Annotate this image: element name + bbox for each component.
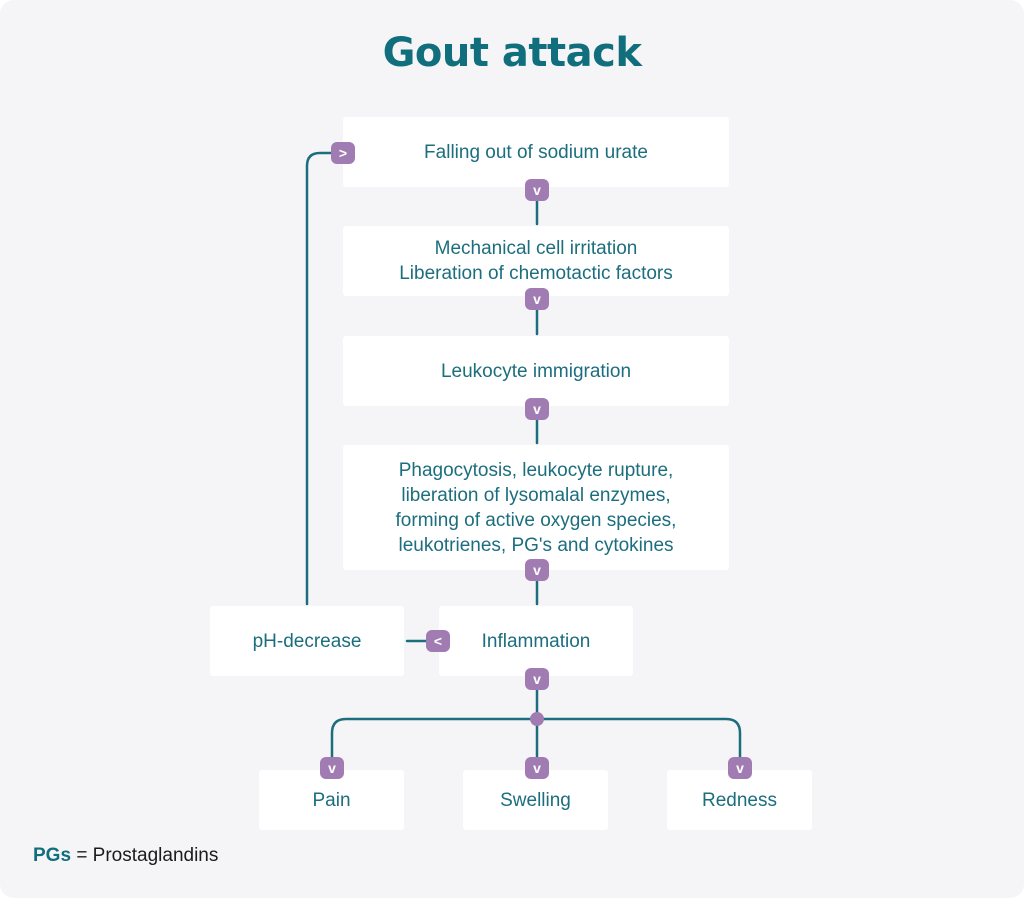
arrow-down-icon: v <box>525 288 549 310</box>
node-sodium-urate-label: Falling out of sodium urate <box>424 141 648 163</box>
node-inflammation-label: Inflammation <box>481 630 591 652</box>
diagram-title: Gout attack <box>382 30 642 76</box>
connector-ph-feedback <box>305 151 335 606</box>
node-cell-irritation-line-2: Liberation of chemotactic factors <box>399 263 673 284</box>
node-swelling-label: Swelling <box>500 789 571 811</box>
branch-junction-dot <box>530 712 544 726</box>
footnote-abbreviation: PGs <box>33 845 72 866</box>
arrow-down-icon: v <box>728 757 752 779</box>
arrow-down-icon: v <box>525 179 549 201</box>
node-ph-decrease-label: pH-decrease <box>252 630 362 652</box>
arrow-down-icon: v <box>525 757 549 779</box>
connector-branch-redness <box>535 717 742 760</box>
node-phagocytosis-line-4: leukotrienes, PG's and cytokines <box>398 534 674 556</box>
node-phagocytosis: Phagocytosis, leukocyte rupture, liberat… <box>343 445 729 570</box>
arrow-right-icon: > <box>331 142 355 164</box>
node-leukocyte-immigration: Leukocyte immigration <box>343 336 729 406</box>
node-redness: Redness <box>667 770 812 830</box>
node-ph-decrease: pH-decrease <box>210 606 404 676</box>
arrow-down-icon: v <box>525 398 549 420</box>
node-phagocytosis-line-3: forming of active oxygen species, <box>395 509 677 531</box>
connector-branch-pain <box>330 717 539 760</box>
node-pain-label: Pain <box>312 789 351 811</box>
node-cell-irritation-line-1: Mechanical cell irritation <box>434 238 638 259</box>
arrow-left-icon: < <box>426 630 450 652</box>
arrow-down-icon: v <box>525 559 549 581</box>
arrow-down-icon: v <box>320 757 344 779</box>
node-swelling: Swelling <box>463 770 608 830</box>
footnote-definition: = Prostaglandins <box>76 845 219 866</box>
abbreviation-footnote: PGs = Prostaglandins <box>33 845 218 867</box>
node-pain: Pain <box>259 770 404 830</box>
node-phagocytosis-line-2: liberation of lysomalal enzymes, <box>401 484 671 506</box>
node-redness-label: Redness <box>702 789 777 811</box>
node-cell-irritation: Mechanical cell irritation Liberation of… <box>343 226 729 296</box>
node-inflammation: Inflammation <box>439 606 633 676</box>
node-sodium-urate: Falling out of sodium urate <box>343 117 729 187</box>
node-leukocyte-immigration-label: Leukocyte immigration <box>440 360 632 382</box>
node-phagocytosis-line-1: Phagocytosis, leukocyte rupture, <box>398 459 674 481</box>
arrow-down-icon: v <box>525 668 549 690</box>
